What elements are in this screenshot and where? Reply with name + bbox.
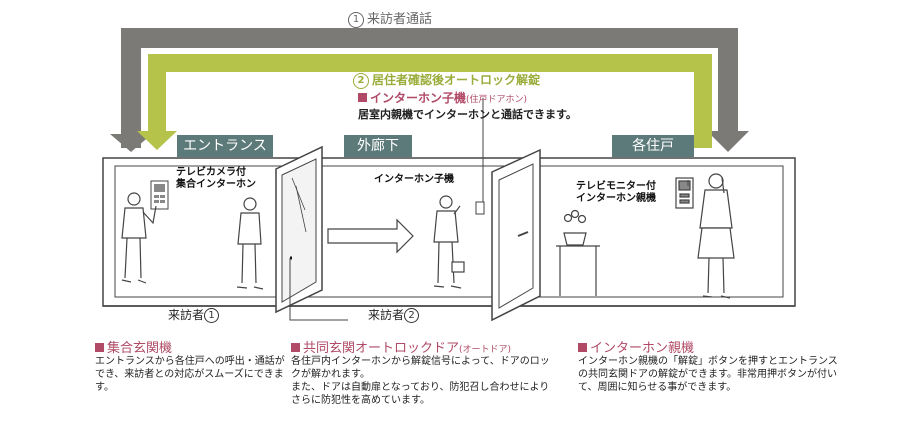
route-1-text: 来訪者通話 [367, 12, 433, 27]
table-with-plant [556, 209, 600, 296]
visitor-2-entrance-figure [236, 197, 264, 290]
leader-lines [289, 98, 689, 321]
corridor-direction-arrow [327, 218, 414, 254]
zone-tab-entrance: エントランス [177, 135, 273, 157]
square-bullet-icon [291, 343, 300, 352]
intercom-child-description: 居室内親機でインターホンと通話できます。 [358, 108, 577, 121]
route-2-arrow [137, 54, 712, 150]
zone-tab-home: 各住戸 [612, 135, 694, 157]
section-master-unit-title: インターホン親機 [578, 337, 694, 356]
visitor-1-number: 1 [204, 308, 220, 323]
camera-intercom-label: テレビカメラ付 集合インターホン [176, 167, 256, 190]
section-master-unit-body: インターホン親機の「解錠」ボタンを押すとエントランスの共同玄関ドアの解錠ができま… [578, 356, 838, 393]
unit-door-icon [491, 148, 541, 322]
visitor-2-number: 2 [404, 308, 420, 323]
route-2-text: 居住者確認後オートロック解錠 [372, 73, 541, 87]
square-bullet-icon [95, 343, 104, 352]
visitor-1-figure [121, 192, 157, 284]
resident-figure [697, 173, 735, 299]
intercom-child-title: インターホン子機(住戸ドアホン) [358, 89, 527, 106]
master-unit-label: テレビモニター付 インターホン親機 [576, 181, 656, 204]
child-unit-label: インターホン子機 [374, 174, 454, 185]
section-entrance-panel-title: 集合玄関機 [95, 337, 172, 356]
intercom-master-unit-icon [675, 177, 694, 209]
square-bullet-icon [578, 343, 587, 352]
auto-lock-door-icon [275, 145, 323, 314]
visitor-corridor-figure [433, 195, 465, 289]
intercom-child-title-sub: (住戸ドアホン) [466, 95, 528, 105]
section-autolock-door-title: 共同玄関オートロックドア(オートドア) [291, 337, 511, 356]
section-autolock-door-body: 各住戸内インターホンから解錠信号によって、ドアのロックが解かれます。 また、ドア… [291, 356, 550, 406]
intercom-child-unit-icon [475, 201, 485, 215]
zone-tab-corridor: 外廊下 [344, 135, 412, 157]
route-2-number: 2 [353, 73, 369, 89]
route-1-arrow [110, 28, 749, 152]
route-1-number: 1 [348, 12, 364, 28]
entrance-panel-icon [150, 180, 169, 210]
section-entrance-panel-body: エントランスから各住戸への呼出・通話ができ、来訪者との対応がスムーズにできます。 [95, 356, 285, 393]
section-autolock-door-title-sub: (オートドア) [459, 345, 512, 355]
square-bullet-icon [358, 93, 367, 102]
